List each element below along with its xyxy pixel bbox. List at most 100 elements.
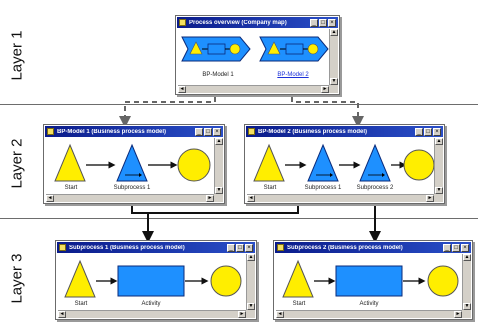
scroll-right-button[interactable]: ► [454, 311, 462, 318]
folder-icon [59, 244, 66, 251]
end-circle [210, 265, 242, 297]
maximize-button[interactable]: □ [452, 243, 460, 252]
mini-activity-icon [207, 43, 226, 55]
scroll-left-button[interactable]: ◄ [58, 311, 66, 318]
scroll-right-button[interactable]: ► [426, 195, 434, 202]
folder-icon [179, 19, 186, 26]
scroll-down-button[interactable]: ▼ [330, 78, 338, 85]
window-title: BP-Model 1 (Business process model) [57, 128, 167, 135]
subprocess-1-triangle [307, 143, 339, 182]
scroll-right-button[interactable]: ► [206, 195, 214, 202]
maximize-button[interactable]: □ [424, 127, 432, 136]
maximize-button[interactable]: □ [204, 127, 212, 136]
overview-window[interactable]: Process overview (Company map) _ □ × BP-… [175, 15, 340, 95]
minimize-button[interactable]: _ [443, 243, 451, 252]
end-circle [177, 148, 211, 182]
horizontal-scrollbar[interactable]: ◄ ► [247, 194, 434, 202]
maximize-button[interactable]: □ [236, 243, 244, 252]
canvas[interactable]: Start Subprocess 1 Subprocess 2 [247, 138, 435, 194]
close-button[interactable]: × [328, 18, 336, 27]
activity-box [335, 265, 403, 297]
subprocess-2-label: Subprocess 2 [356, 185, 394, 191]
divider-layer-1-2 [0, 104, 478, 105]
size-grip[interactable] [434, 194, 443, 202]
scroll-right-button[interactable]: ► [321, 86, 329, 93]
window-title: Subprocess 2 (Business process model) [287, 244, 403, 251]
close-button[interactable]: × [213, 127, 221, 136]
vertical-scrollbar[interactable]: ▲ ▼ [246, 254, 255, 310]
bp-model-1-label: BP-Model 1 [202, 72, 234, 78]
minimize-button[interactable]: _ [415, 127, 423, 136]
titlebar[interactable]: Process overview (Company map) _ □ × [177, 17, 338, 28]
link-bp1-sub1 [131, 203, 154, 243]
horizontal-scrollbar[interactable]: ◄ ► [276, 310, 462, 318]
scroll-left-button[interactable]: ◄ [247, 195, 255, 202]
window-title: Subprocess 1 (Business process model) [69, 244, 185, 251]
bp-model-2-link[interactable]: BP-Model 2 [277, 72, 309, 78]
titlebar[interactable]: BP-Model 2 (Business process model) _ □ … [246, 126, 443, 137]
folder-icon [277, 244, 284, 251]
scroll-up-button[interactable]: ▲ [247, 254, 255, 261]
vertical-scrollbar[interactable]: ▲ ▼ [434, 138, 443, 194]
close-button[interactable]: × [461, 243, 469, 252]
scroll-up-button[interactable]: ▲ [215, 138, 223, 145]
scroll-left-button[interactable]: ◄ [178, 86, 186, 93]
canvas[interactable]: BP-Model 1 BP-Model 2 [178, 29, 329, 85]
subprocess-2-triangle [359, 143, 391, 182]
activity-box [117, 265, 185, 297]
scroll-up-button[interactable]: ▲ [463, 254, 471, 261]
size-grip[interactable] [246, 310, 255, 318]
start-label: Start [292, 301, 306, 307]
subprocess-1-triangle [116, 143, 148, 182]
window-title: BP-Model 2 (Business process model) [258, 128, 368, 135]
scroll-down-button[interactable]: ▼ [463, 303, 471, 310]
scroll-up-button[interactable]: ▲ [435, 138, 443, 145]
subprocess-1-window[interactable]: Subprocess 1 (Business process model) _ … [55, 240, 257, 320]
canvas[interactable]: Start Activity [58, 254, 246, 310]
size-grip[interactable] [462, 310, 471, 318]
divider-layer-2-3 [0, 218, 478, 219]
close-button[interactable]: × [245, 243, 253, 252]
horizontal-scrollbar[interactable]: ◄ ► [58, 310, 246, 318]
maximize-button[interactable]: □ [319, 18, 327, 27]
scroll-left-button[interactable]: ◄ [276, 311, 284, 318]
size-grip[interactable] [329, 85, 338, 93]
start-triangle [64, 259, 96, 298]
activity-label: Activity [141, 301, 161, 307]
end-circle [427, 265, 459, 297]
scroll-right-button[interactable]: ► [238, 311, 246, 318]
mini-start-icon [189, 41, 203, 55]
minimize-button[interactable]: _ [195, 127, 203, 136]
start-label: Start [64, 185, 78, 191]
titlebar[interactable]: Subprocess 1 (Business process model) _ … [57, 242, 255, 253]
scroll-down-button[interactable]: ▼ [215, 187, 223, 194]
size-grip[interactable] [214, 194, 223, 202]
minimize-button[interactable]: _ [227, 243, 235, 252]
activity-label: Activity [359, 301, 379, 307]
vertical-scrollbar[interactable]: ▲ ▼ [214, 138, 223, 194]
scroll-down-button[interactable]: ▼ [435, 187, 443, 194]
canvas[interactable]: Start Subprocess 1 [46, 138, 214, 194]
subprocess-2-window[interactable]: Subprocess 2 (Business process model) _ … [273, 240, 473, 320]
vertical-scrollbar[interactable]: ▲ ▼ [462, 254, 471, 310]
bp-model-2-window[interactable]: BP-Model 2 (Business process model) _ □ … [244, 124, 445, 204]
close-button[interactable]: × [433, 127, 441, 136]
end-circle [403, 149, 435, 181]
folder-icon [248, 128, 255, 135]
start-triangle [54, 143, 86, 182]
start-label: Start [74, 301, 88, 307]
scroll-up-button[interactable]: ▲ [330, 29, 338, 36]
titlebar[interactable]: Subprocess 2 (Business process model) _ … [275, 242, 471, 253]
canvas[interactable]: Start Activity [276, 254, 462, 310]
horizontal-scrollbar[interactable]: ◄ ► [178, 85, 329, 93]
minimize-button[interactable]: _ [310, 18, 318, 27]
vertical-scrollbar[interactable]: ▲ ▼ [329, 29, 338, 85]
scroll-left-button[interactable]: ◄ [46, 195, 54, 202]
start-triangle [282, 259, 314, 298]
titlebar[interactable]: BP-Model 1 (Business process model) _ □ … [45, 126, 223, 137]
horizontal-scrollbar[interactable]: ◄ ► [46, 194, 214, 202]
link-overview-bp2 [291, 97, 364, 128]
scroll-down-button[interactable]: ▼ [247, 303, 255, 310]
bp-model-1-window[interactable]: BP-Model 1 (Business process model) _ □ … [43, 124, 225, 204]
